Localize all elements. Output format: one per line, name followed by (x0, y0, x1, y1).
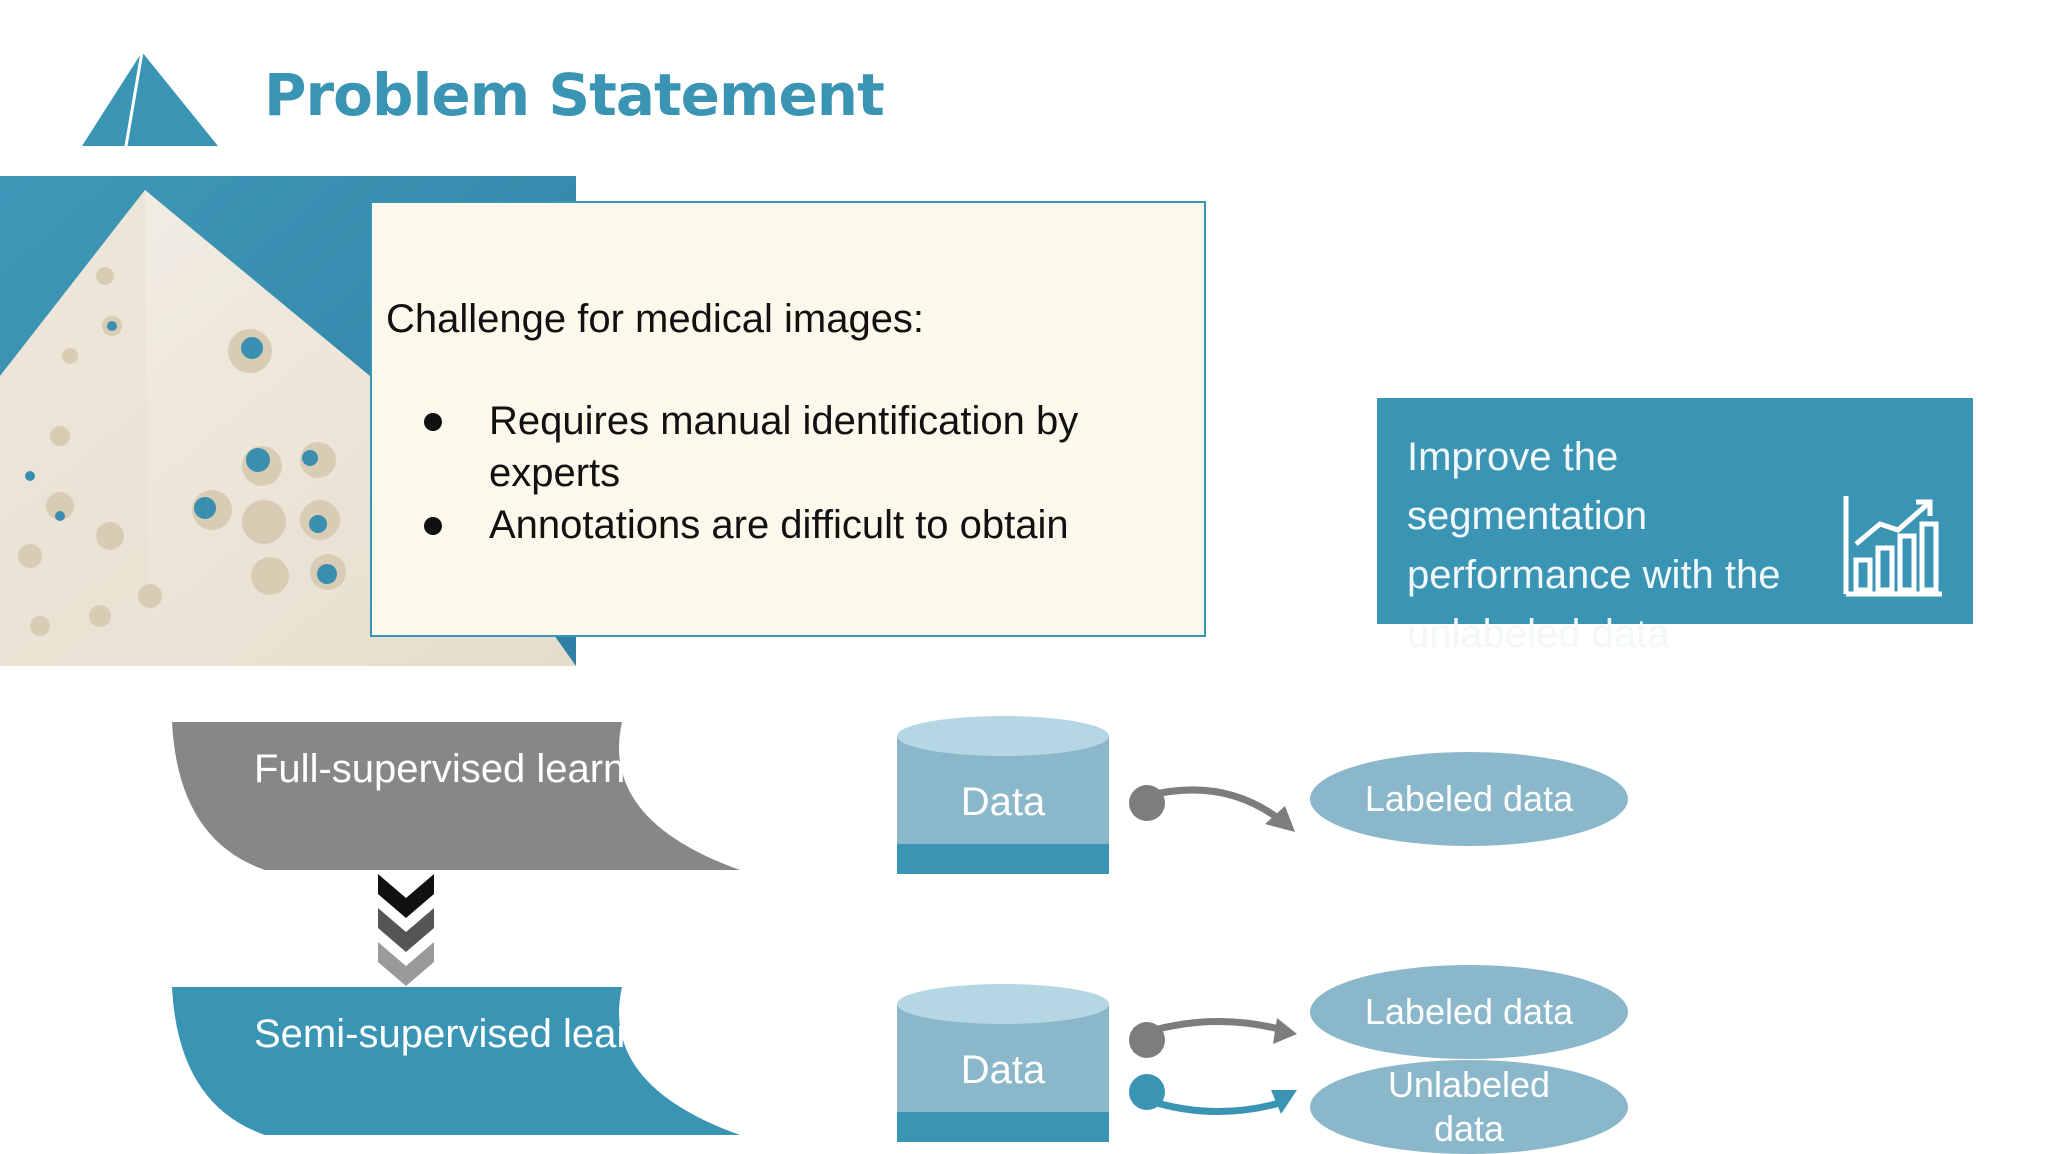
data-cylinder: Data (897, 716, 1109, 880)
ellipse-label: Labeled data (1364, 991, 1574, 1032)
labeled-data-ellipse: Labeled data (1310, 752, 1628, 846)
banner-label: Semi-supervised learning (254, 1012, 706, 1056)
page-title: Problem Statement (264, 61, 885, 129)
unlabeled-data-ellipse: Unlabeled data (1310, 1060, 1628, 1154)
ellipse-label: Unlabeled data (1387, 1064, 1551, 1149)
banner-shape (172, 722, 740, 870)
arrow-to-labeled (1129, 785, 1295, 832)
arrow-to-labeled (1129, 1018, 1297, 1058)
data-cylinder: Data (897, 984, 1109, 1148)
ellipse-label: Labeled data (1364, 778, 1574, 819)
challenge-panel: Challenge for medical images: Requires m… (370, 201, 1206, 637)
full-supervised-banner: Full-supervised learning (170, 720, 740, 872)
chevron-down-icon (378, 874, 434, 986)
labeled-data-ellipse: Labeled data (1310, 965, 1628, 1059)
pyramid-logo-icon (82, 51, 218, 147)
cylinder-label: Data (960, 780, 1046, 824)
bullet-icon (424, 517, 442, 535)
banner-label: Full-supervised learning (254, 747, 679, 791)
arrow-to-unlabeled (1129, 1074, 1297, 1115)
bar-chart-growth-icon (1843, 496, 1942, 597)
challenge-heading: Challenge for medical images: (386, 297, 925, 341)
bullet-text: Annotations are difficult to obtain (489, 503, 1069, 547)
cylinder-shape (897, 716, 1109, 874)
semi-supervised-banner: Semi-supervised learning (170, 985, 740, 1137)
cylinder-shape (897, 984, 1109, 1142)
goal-text: Improve the segmentation performance wit… (1407, 435, 1781, 656)
challenge-list: Requires manual identification by expert… (386, 395, 1186, 551)
banner-shape (172, 987, 740, 1135)
bullet-text: Requires manual identification by expert… (489, 399, 1079, 495)
goal-callout: Improve the segmentation performance wit… (1377, 398, 1973, 656)
cylinder-label: Data (960, 1048, 1046, 1092)
bullet-icon (424, 413, 442, 431)
list-item: Requires manual identification by expert… (386, 395, 1186, 499)
list-item: Annotations are difficult to obtain (386, 499, 1186, 551)
